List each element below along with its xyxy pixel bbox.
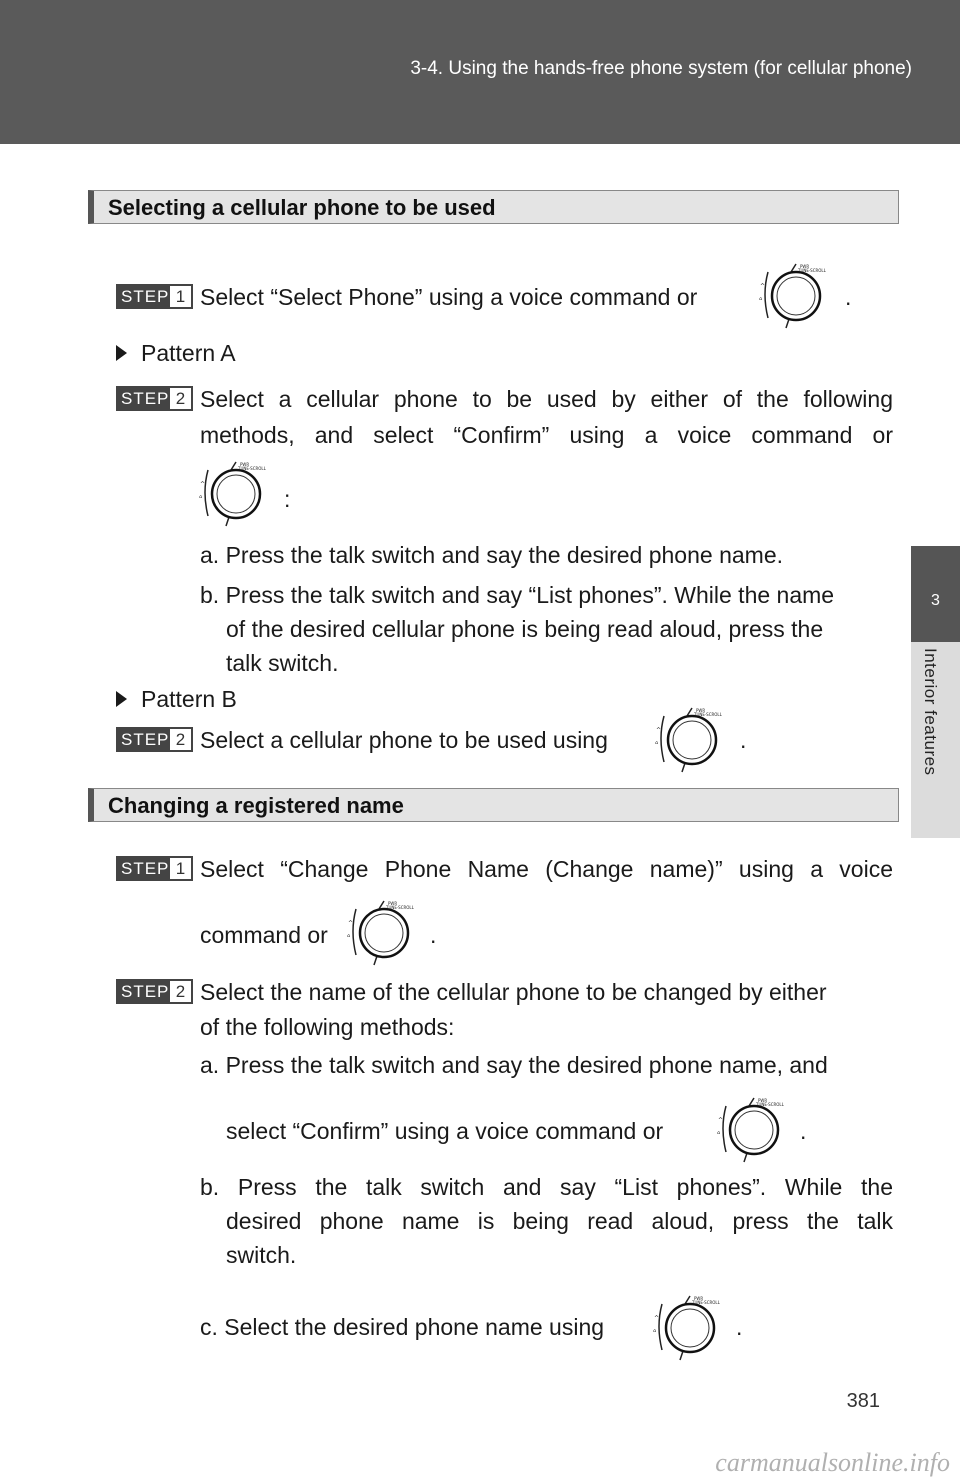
step-number: 1 [170,286,191,307]
chapter-label: Interior features [921,648,940,776]
step-text: Select “Select Phone” using a voice comm… [200,284,698,310]
pattern-a-heading: Pattern A [116,340,236,367]
list-item-b-cont: desired phone name is being read aloud, … [226,1208,893,1234]
watermark: carmanualsonline.info [715,1448,950,1477]
step-text-line: command or [200,922,328,948]
page-header: 3-4. Using the hands-free phone system (… [0,0,960,144]
list-item-end: . [736,1314,743,1340]
tune-scroll-knob-icon [650,1290,722,1362]
list-item-end: . [800,1118,807,1144]
step-text-end: . [845,284,852,310]
step-number: 2 [170,388,191,409]
list-item-b-cont: of the desired cellular phone is being r… [226,616,824,642]
section-title: Selecting a cellular phone to be used [108,195,496,220]
step-number: 2 [170,981,191,1002]
step-number: 2 [170,729,191,750]
step-badge: STEP 1 [116,856,193,881]
list-item-a-cont: select “Confirm” using a voice command o… [226,1118,664,1144]
pattern-b-heading: Pattern B [116,686,237,713]
tune-scroll-knob-icon [196,456,268,528]
pattern-label: Pattern A [141,340,236,366]
section-title: Changing a registered name [108,793,404,818]
list-item-a: a. Press the talk switch and say the des… [200,1052,828,1078]
step-label: STEP [121,858,170,878]
step-text-line: Select a cellular phone to be used by ei… [200,386,893,412]
triangle-bullet-icon [116,691,127,707]
chapter-tab [911,546,960,642]
step-text-end: . [430,922,437,948]
section-heading-selecting-phone: Selecting a cellular phone to be used [88,190,899,224]
step-label: STEP [121,729,170,749]
tune-scroll-knob-icon [714,1092,786,1164]
step-text-line: Select “Change Phone Name (Change name)”… [200,856,893,882]
step-badge: STEP 1 [116,284,193,309]
step-badge: STEP 2 [116,386,193,411]
step-label: STEP [121,981,170,1001]
list-item-b-cont: talk switch. [226,650,339,676]
tune-scroll-knob-icon [344,895,416,967]
step-label: STEP [121,388,170,408]
step-text-line: methods, and select “Confirm” using a vo… [200,422,893,448]
list-item-b: b. Press the talk switch and say “List p… [200,582,835,608]
step-text-line: of the following methods: [200,1014,455,1040]
list-item-a: a. Press the talk switch and say the des… [200,542,783,568]
chapter-number: 3 [931,592,940,609]
colon: : [284,486,291,512]
step-badge: STEP 2 [116,727,193,752]
list-item-b-cont: switch. [226,1242,297,1268]
list-item-b: b. Press the talk switch and say “List p… [200,1174,893,1200]
tune-scroll-knob-icon [756,258,828,330]
tune-scroll-knob-icon [652,702,724,774]
page-number: 381 [846,1390,880,1412]
list-item-c: c. Select the desired phone name using [200,1314,605,1340]
step-badge: STEP 2 [116,979,193,1004]
step-text-line: Select the name of the cellular phone to… [200,979,827,1005]
step-label: STEP [121,286,170,306]
footer: carmanualsonline.info [0,1442,960,1484]
step-text-end: . [740,727,747,753]
pattern-label: Pattern B [141,686,237,712]
triangle-bullet-icon [116,345,127,361]
step-number: 1 [170,858,191,879]
step-text: Select a cellular phone to be used using [200,727,608,753]
section-heading-changing-name: Changing a registered name [88,788,899,822]
chapter-label-box [911,642,960,838]
header-title: 3-4. Using the hands-free phone system (… [410,58,912,79]
